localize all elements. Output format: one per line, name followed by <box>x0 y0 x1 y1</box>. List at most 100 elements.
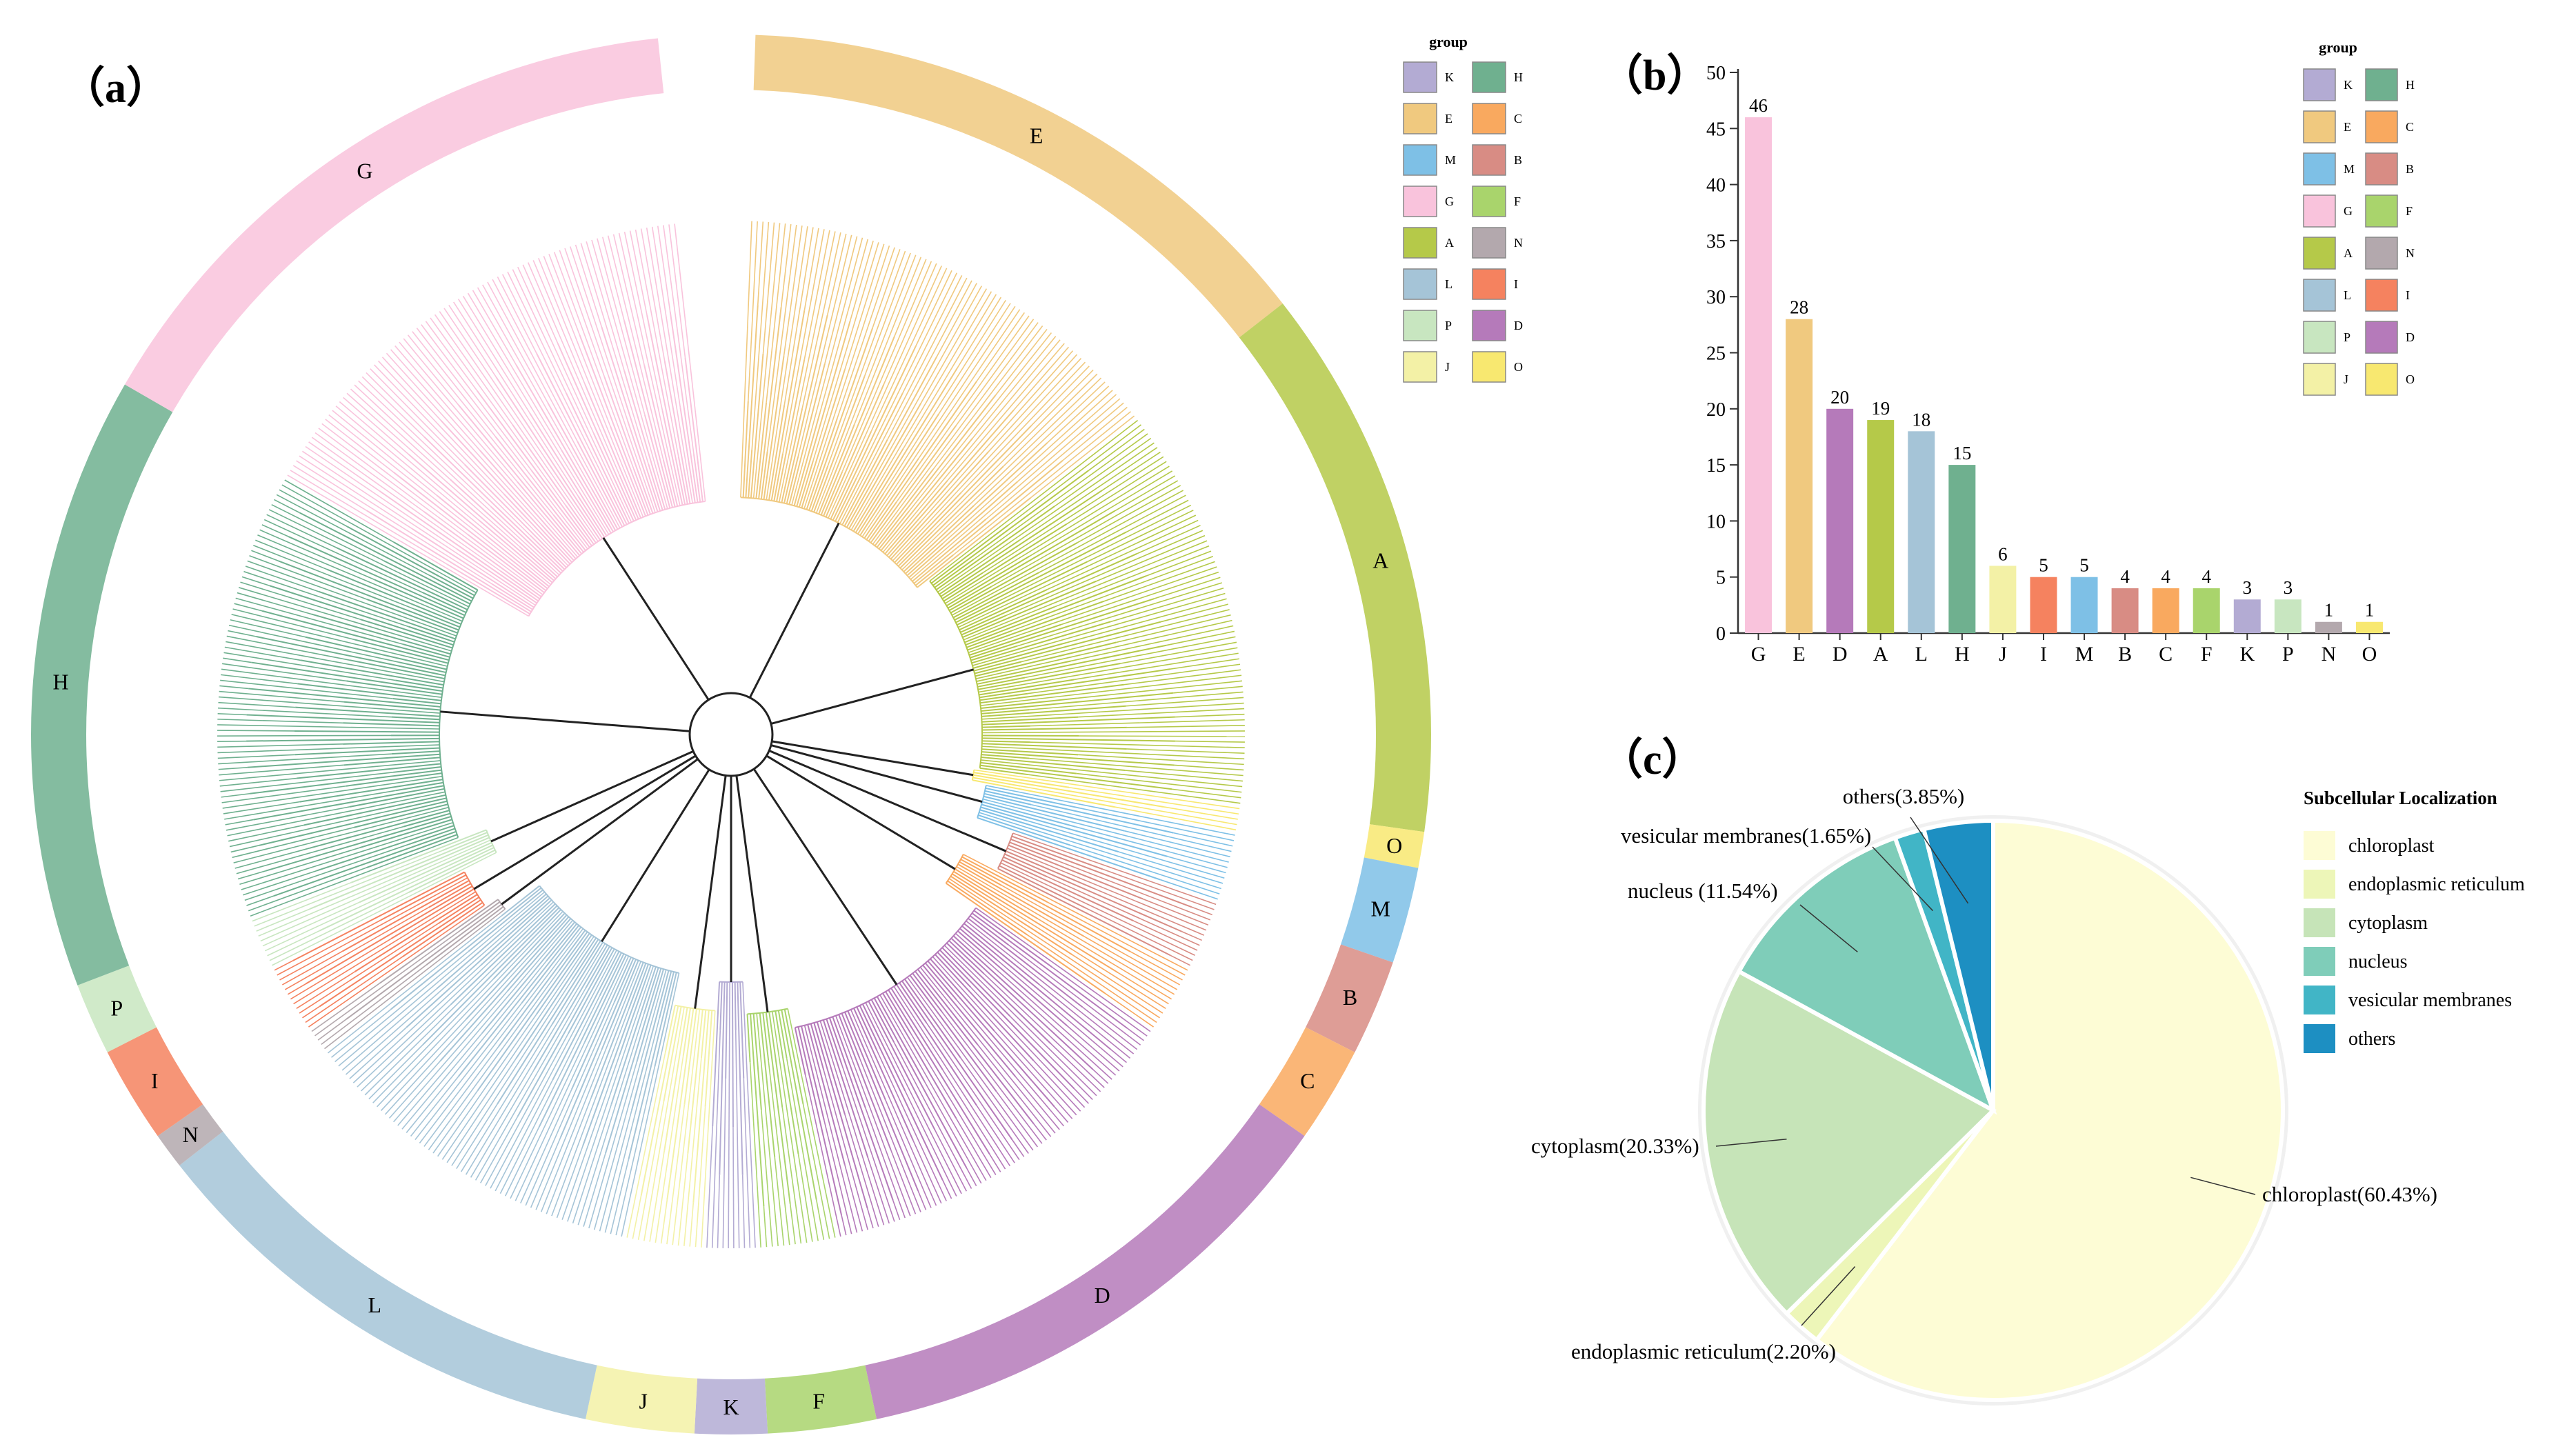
branch <box>443 308 547 461</box>
branch <box>884 479 948 554</box>
branch <box>649 1150 666 1242</box>
group-label-g: G <box>357 158 372 183</box>
branch <box>408 849 496 894</box>
branch <box>666 1104 686 1245</box>
branch <box>346 772 442 787</box>
branch <box>456 1103 498 1170</box>
branch <box>844 1114 879 1227</box>
branch <box>717 1174 721 1248</box>
clade-stem <box>602 537 710 701</box>
branch <box>861 1003 906 1092</box>
branch <box>572 1104 612 1224</box>
branch <box>974 769 1240 810</box>
legend-b-label-j: J <box>2344 372 2348 386</box>
branch <box>974 661 1022 674</box>
branch <box>959 589 1048 631</box>
branch <box>654 972 677 1067</box>
branch <box>241 821 453 890</box>
branch <box>222 775 443 809</box>
branch <box>780 223 792 308</box>
bar-value-label-k: 3 <box>2243 577 2253 598</box>
branch <box>509 558 548 590</box>
branch <box>626 419 659 512</box>
branch <box>757 221 764 306</box>
branch <box>294 747 440 756</box>
legend-a-label-m: M <box>1445 153 1456 167</box>
branch <box>683 1008 697 1105</box>
branch <box>299 779 443 803</box>
branch <box>651 226 681 408</box>
branch <box>677 1153 689 1246</box>
branch <box>1033 1060 1081 1112</box>
branch <box>637 1101 665 1240</box>
branch <box>932 956 1077 1116</box>
branch <box>228 630 257 637</box>
branch <box>749 1062 761 1248</box>
branch <box>687 1009 703 1154</box>
branch <box>251 661 443 692</box>
legend-b-swatch-d <box>2365 321 2398 354</box>
branch <box>541 524 575 561</box>
branch <box>440 419 573 563</box>
group-band-g <box>124 38 664 412</box>
branch <box>972 774 1164 808</box>
branch <box>948 940 985 974</box>
branch <box>901 980 1013 1141</box>
branch <box>712 981 721 1127</box>
branch <box>548 254 581 335</box>
branch <box>826 1019 843 1066</box>
branch <box>844 1164 863 1232</box>
branch <box>822 1019 869 1159</box>
branch <box>381 357 441 421</box>
branch <box>1009 841 1055 861</box>
branch <box>984 792 1032 806</box>
branch <box>261 610 450 661</box>
branch <box>318 590 456 640</box>
branch <box>972 779 1115 808</box>
branch <box>872 322 1039 545</box>
branch <box>981 709 1030 714</box>
branch <box>1115 475 1176 512</box>
branch <box>977 677 1026 688</box>
branch <box>603 377 654 514</box>
group-band-p <box>77 966 157 1052</box>
branch <box>439 311 599 542</box>
group-band-n <box>157 1104 223 1166</box>
branch <box>801 369 846 508</box>
branch <box>375 579 464 619</box>
branch <box>530 534 566 570</box>
branch <box>477 287 592 489</box>
branch <box>590 488 617 531</box>
branch <box>950 875 1073 956</box>
legend-b-label-p: P <box>2344 330 2350 344</box>
branch <box>621 972 680 1237</box>
branch <box>981 803 1168 857</box>
branch <box>912 1140 942 1204</box>
branch <box>1037 918 1172 1000</box>
branch <box>953 870 1119 974</box>
bar-value-label-j: 6 <box>1998 543 2008 564</box>
branch <box>446 1058 517 1163</box>
branch <box>219 760 441 781</box>
clade-stem <box>601 769 710 943</box>
branch <box>632 1195 642 1239</box>
branch <box>1027 934 1157 1023</box>
branch <box>227 791 446 837</box>
branch <box>976 660 1071 683</box>
branch <box>239 847 360 886</box>
legend-b-label-n: N <box>2406 246 2415 260</box>
branch <box>421 591 467 614</box>
branch <box>913 459 1064 584</box>
y-tick-label: 25 <box>1706 343 1726 365</box>
branch <box>746 1014 751 1063</box>
branch <box>742 981 756 1248</box>
branch <box>221 668 442 699</box>
branch <box>902 275 963 394</box>
panel-label-b: （b） <box>1600 51 1709 99</box>
branch <box>217 707 392 718</box>
branch <box>481 921 576 1034</box>
branch <box>946 882 1106 994</box>
branch <box>692 454 701 503</box>
branch <box>217 740 247 743</box>
branch <box>883 299 1006 494</box>
